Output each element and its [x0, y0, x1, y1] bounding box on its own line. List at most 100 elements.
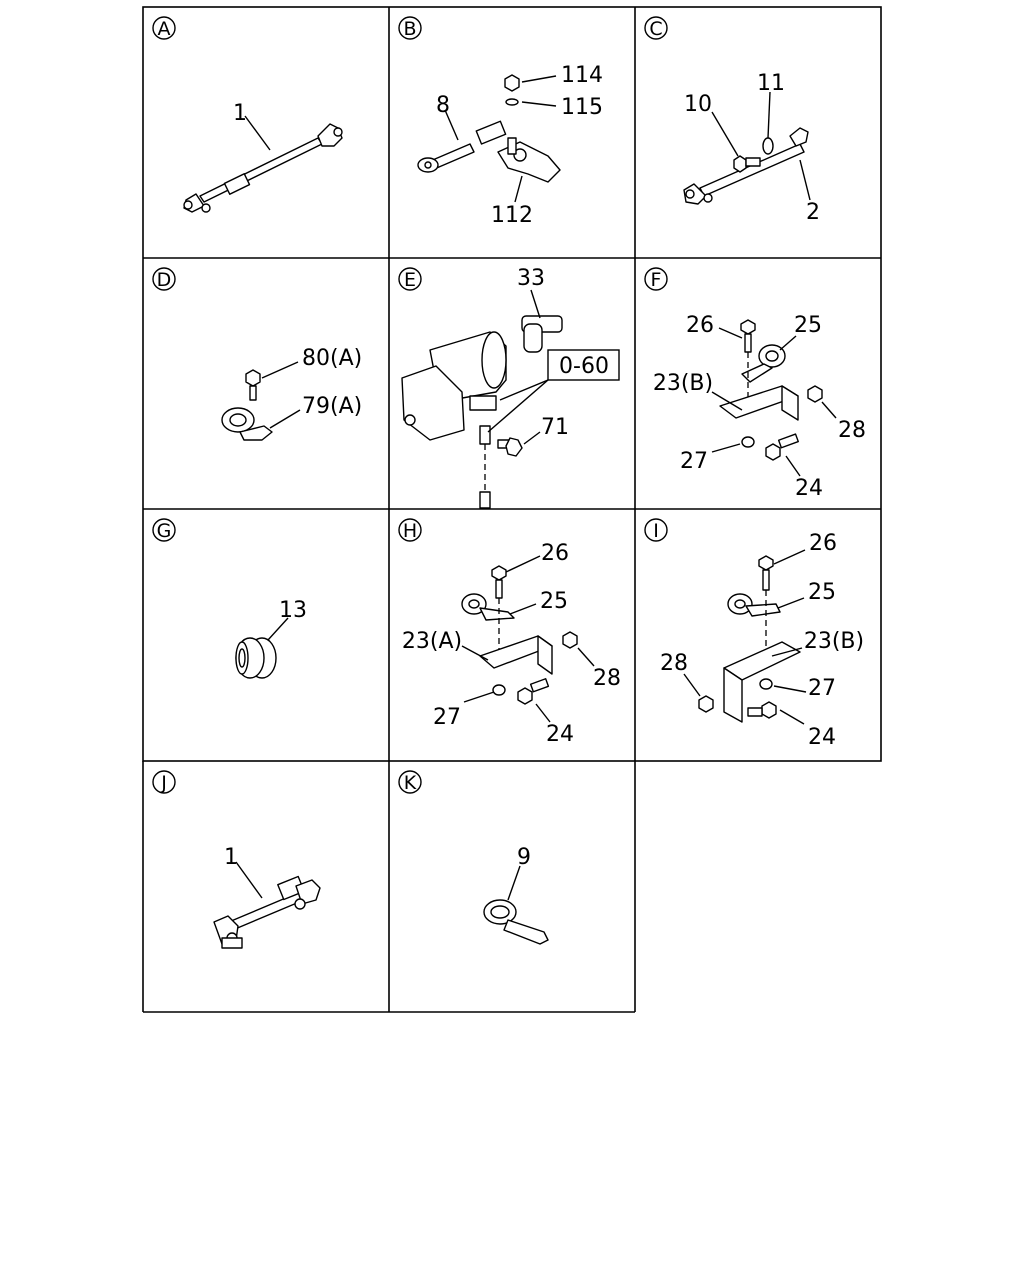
- bracket: [479, 635, 553, 675]
- callout-label: 24: [808, 725, 836, 750]
- callout-label: 1: [233, 101, 247, 126]
- clip: [727, 593, 781, 617]
- panel-e: E 33 0-60 71: [398, 266, 620, 509]
- clip: [461, 593, 515, 621]
- grommet: [235, 637, 277, 679]
- clip: [741, 344, 786, 383]
- terminal-cable: [417, 120, 507, 173]
- panel-letter-circle: [398, 267, 422, 291]
- reference-label: 0-60: [559, 354, 609, 379]
- callout-label: 112: [491, 203, 533, 228]
- callout-label: 33: [517, 266, 545, 291]
- nut: [562, 631, 578, 649]
- callout-label: 25: [794, 313, 822, 338]
- panel-letter-circle: [398, 16, 422, 40]
- panel-letter: B: [403, 18, 416, 40]
- callout-label: 13: [279, 598, 307, 623]
- washer: [762, 137, 774, 155]
- bolt: [733, 155, 761, 173]
- callout-label: 28: [660, 651, 688, 676]
- callout-label: 80(A): [302, 346, 362, 371]
- panel-letter: J: [160, 772, 167, 794]
- callout-label: 115: [561, 95, 603, 120]
- callout-label: 11: [757, 71, 785, 96]
- panel-letter: I: [653, 520, 659, 542]
- callout-label: 28: [838, 418, 866, 443]
- panel-letter-circle: [644, 267, 668, 291]
- bracket: [723, 641, 801, 723]
- callout-label: 114: [561, 63, 603, 88]
- callout-label: 23(B): [804, 629, 864, 654]
- panel-b: B 114 115 8 112: [398, 16, 603, 228]
- panel-letter: E: [404, 269, 416, 291]
- cable-clip: [483, 899, 549, 945]
- clip: [221, 407, 273, 441]
- callout-label: 24: [546, 722, 574, 747]
- washer: [759, 678, 773, 690]
- battery-cable: [183, 123, 343, 213]
- callout-label: 24: [795, 476, 823, 501]
- nut: [807, 385, 823, 403]
- callout-label: 27: [808, 676, 836, 701]
- battery-cable: [213, 875, 321, 949]
- panel-letter: H: [403, 520, 417, 542]
- callout-label: 27: [680, 449, 708, 474]
- callout-label: 8: [436, 93, 450, 118]
- panel-i: I 26 25 23(B) 28 27 24: [644, 518, 864, 750]
- panel-letter-circle: [644, 518, 668, 542]
- starter-motor: [401, 331, 507, 441]
- callout-label: 28: [593, 666, 621, 691]
- callout-label: 79(A): [302, 394, 362, 419]
- callout-label: 27: [433, 705, 461, 730]
- panel-f: F 26 25 23(B) 28 27 24: [644, 267, 866, 501]
- ground-cable: [683, 127, 809, 205]
- callout-label: 1: [224, 845, 238, 870]
- panel-letter-circle: [152, 518, 176, 542]
- washer: [741, 436, 755, 448]
- panel-letter-circle: [398, 770, 422, 794]
- battery-terminal-clamp: [497, 137, 561, 183]
- bolt: [740, 319, 756, 353]
- bolt: [491, 565, 507, 599]
- panel-k: K 9: [398, 770, 549, 945]
- bolt: [747, 701, 777, 719]
- callout-label: 10: [684, 92, 712, 117]
- ground-strap: [479, 425, 491, 509]
- panel-letter: C: [649, 18, 662, 40]
- bolt: [245, 369, 261, 401]
- bolt: [758, 555, 774, 591]
- panel-letter: G: [157, 520, 172, 542]
- panel-letter: K: [404, 772, 417, 794]
- bolt: [497, 437, 523, 457]
- panel-letter-circle: [152, 770, 176, 794]
- bolt: [765, 433, 799, 461]
- reference-box: [547, 349, 620, 381]
- panel-a: A 1: [152, 16, 343, 213]
- panel-letter-circle: [152, 267, 176, 291]
- panel-d: D 80(A) 79(A): [152, 267, 362, 441]
- panel-grid: [142, 6, 882, 1013]
- panel-letter-circle: [398, 518, 422, 542]
- callout-label: 2: [806, 200, 820, 225]
- callout-label: 71: [541, 415, 569, 440]
- panel-j: J 1: [152, 770, 321, 949]
- panel-letter-circle: [152, 16, 176, 40]
- bolt: [517, 678, 550, 705]
- bracket: [719, 385, 799, 421]
- panel-letter: F: [651, 269, 662, 291]
- callout-label: 26: [541, 541, 569, 566]
- washer: [492, 684, 506, 696]
- callout-label: 26: [686, 313, 714, 338]
- callout-label: 25: [540, 589, 568, 614]
- washer: [505, 98, 519, 106]
- nut: [504, 74, 520, 92]
- terminal-cover: [521, 315, 563, 353]
- panel-letter: D: [157, 269, 172, 291]
- panel-c: C 10 11 2: [644, 16, 820, 225]
- panel-letter: A: [158, 18, 171, 40]
- callout-label: 23(A): [402, 629, 462, 654]
- panel-h: H 26 25 23(A) 28 27 24: [398, 518, 621, 747]
- panel-g: G 13: [152, 518, 307, 679]
- callout-label: 25: [808, 580, 836, 605]
